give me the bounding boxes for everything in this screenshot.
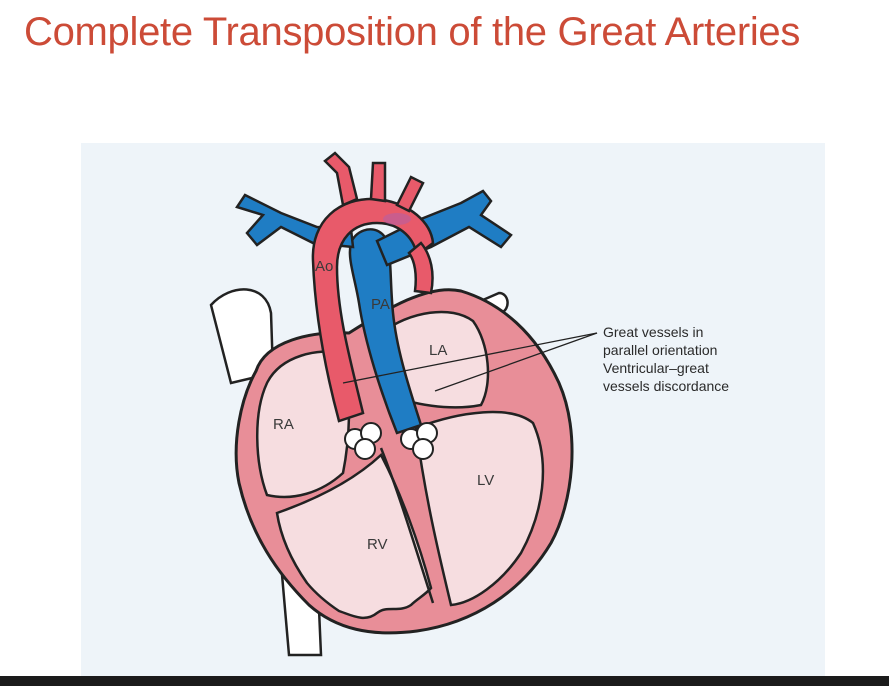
callout-line-2: parallel orientation [603,342,717,358]
callout-line-4: vessels discordance [603,378,729,394]
vena-cava [209,288,275,385]
pulmonary-valve [400,422,438,460]
label-right-ventricle: RV [367,536,388,553]
pulmonary-artery [348,228,423,435]
label-aorta: Ao [315,258,333,275]
aortic-valve [344,422,382,460]
right-ventricle [275,452,433,620]
label-left-atrium: LA [429,342,447,359]
callout-line-3: Ventricular–great [603,360,709,376]
left-ventricle [414,410,545,607]
descending-aorta [407,241,434,295]
heart-diagram-panel: Ao PA LA RA LV RV Great vessels in paral… [81,143,825,676]
label-left-ventricle: LV [477,472,494,489]
callout-line-1: Great vessels in [603,324,703,340]
callout-leader-pa [434,332,598,392]
aortic-arch-branch-1 [323,151,359,207]
slide-title: Complete Transposition of the Great Arte… [24,10,801,54]
interventricular-septum [379,447,435,604]
label-pulmonary-artery: PA [371,296,390,313]
aortic-arch-branch-2 [369,161,387,203]
label-right-atrium: RA [273,416,294,433]
callout-leader-aorta [342,332,598,384]
aortic-arch-branch-3 [395,175,425,213]
bottom-bar [0,676,889,686]
heart-diagram: Ao PA LA RA LV RV Great vessels in paral… [209,151,729,657]
ductus-region [383,213,411,225]
